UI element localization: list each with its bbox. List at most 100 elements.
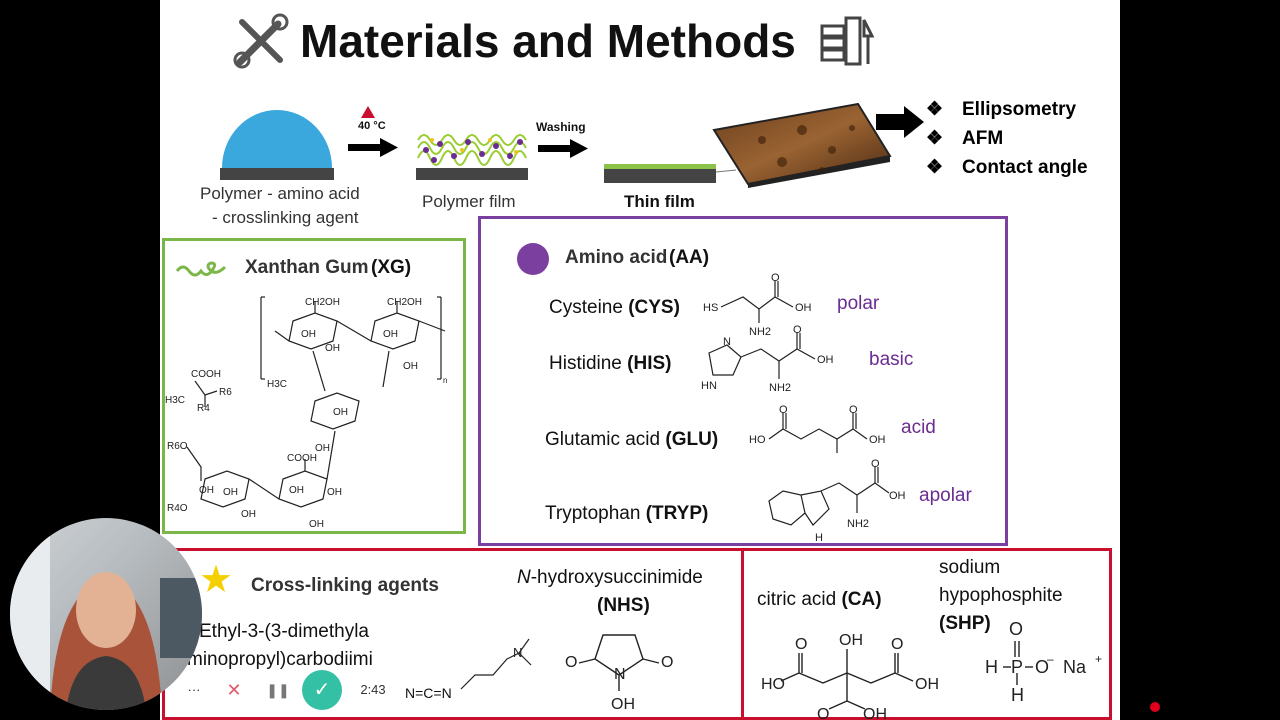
result-arrow-icon xyxy=(874,104,926,140)
xg-label: R6 xyxy=(219,387,232,398)
pause-button[interactable]: ❚❚ xyxy=(264,676,292,704)
star-icon: ★ xyxy=(199,559,234,601)
nhs-abbr: (NHS) xyxy=(597,595,650,616)
xg-label: R4 xyxy=(197,403,210,414)
washing-label: Washing xyxy=(536,120,586,134)
xg-label: COOH xyxy=(191,369,221,380)
nhs-name: N-hydroxysuccinimide xyxy=(517,567,703,589)
tryptophan-structure: O OH NH2 H xyxy=(763,455,913,545)
nhs-prefix: N xyxy=(517,567,531,588)
amino-type: acid xyxy=(901,417,936,438)
edc-fragment: N=C=N xyxy=(405,685,452,701)
struct-label: O xyxy=(795,636,807,653)
edc-name-line1: Ethyl-3-(3-dimethyla xyxy=(199,621,369,642)
step3-label: Thin film xyxy=(624,192,695,211)
amino-abbr: (TRYP) xyxy=(645,503,709,524)
confirm-button[interactable]: ✓ xyxy=(302,670,342,710)
struct-label: OH xyxy=(863,706,887,720)
xg-label: H3C xyxy=(267,379,287,390)
technique-label: Contact angle xyxy=(962,157,1088,178)
struct-label: O xyxy=(849,404,858,416)
xg-label: OH xyxy=(315,443,330,454)
amino-type: apolar xyxy=(919,485,972,506)
afm-surface-image xyxy=(712,100,892,188)
struct-label: N xyxy=(723,336,731,348)
struct-label: N xyxy=(513,645,522,660)
pointer-dot xyxy=(1150,702,1160,712)
squiggle-icon xyxy=(175,259,229,279)
step2-label: Polymer film xyxy=(422,192,516,211)
struct-label: OH xyxy=(889,490,906,502)
struct-label: HO xyxy=(749,434,766,446)
xanthan-gum-panel: Xanthan Gum (XG) xyxy=(162,238,466,534)
histidine-structure: N HN O OH NH2 xyxy=(699,323,839,399)
xg-label: OH xyxy=(301,329,316,340)
divider xyxy=(741,551,744,720)
amino-title: Amino acid xyxy=(565,247,668,268)
technique-item: ❖AFM xyxy=(926,127,1003,150)
close-button[interactable]: ✕ xyxy=(220,676,248,704)
xanthan-abbr: (XG) xyxy=(371,257,412,278)
citric-acid-name: citric acid (CA) xyxy=(757,589,882,611)
struct-label: O xyxy=(1009,619,1023,639)
amino-item-histidine: Histidine (HIS) xyxy=(549,353,671,375)
struct-label: O xyxy=(779,404,788,416)
nhs-structure: O N O OH xyxy=(563,615,683,715)
amino-name: Histidine xyxy=(549,353,622,374)
recording-timer: 2:43 xyxy=(350,676,396,704)
xg-label: OH xyxy=(403,361,418,372)
webcam-video-overlay xyxy=(10,518,202,710)
citric-acid-structure: OH O HO O OH O OH xyxy=(759,629,939,720)
struct-label: OH xyxy=(795,302,811,314)
xg-label: R6O xyxy=(167,441,188,452)
technique-item: ❖Contact angle xyxy=(926,156,1088,179)
crosslinking-title: Cross-linking agents xyxy=(251,575,439,596)
xg-label: OH xyxy=(325,343,340,354)
check-icon: ✓ xyxy=(313,679,331,701)
xg-label: OH xyxy=(241,509,256,520)
xg-label: R4O xyxy=(167,503,188,514)
struct-label: O xyxy=(771,272,780,284)
struct-label: HO xyxy=(761,676,785,693)
xg-label: OH xyxy=(333,407,348,418)
struct-label: O xyxy=(891,636,903,653)
edc-name-line2: minopropyl)carbodiimi xyxy=(187,649,373,670)
struct-label: HN xyxy=(701,380,717,392)
struct-label: H xyxy=(815,532,823,544)
amino-item-cysteine: Cysteine (CYS) xyxy=(549,297,680,319)
technique-item: ❖Ellipsometry xyxy=(926,98,1076,121)
struct-label: OH xyxy=(915,676,939,693)
amino-type: polar xyxy=(837,293,880,314)
purple-dot-icon xyxy=(517,243,549,275)
polymer-dome-illustration xyxy=(220,106,334,182)
slide: Materials and Methods Polymer - amino ac… xyxy=(160,0,1120,720)
heat-label: 40 °C xyxy=(358,120,386,132)
struct-label: H xyxy=(985,657,998,677)
xg-label: OH xyxy=(327,487,342,498)
struct-label: NH2 xyxy=(769,382,791,394)
struct-label: O xyxy=(565,654,577,671)
amino-name: Cysteine xyxy=(549,297,623,318)
struct-label: OH xyxy=(611,696,635,713)
xg-label: CH2OH xyxy=(305,297,340,308)
struct-label: Na xyxy=(1063,657,1087,677)
xg-label: OH xyxy=(383,329,398,340)
pause-icon: ❚❚ xyxy=(266,682,290,698)
more-options-button[interactable]: ··· xyxy=(180,676,208,704)
crosslinking-panel: ★ Cross-linking agents Ethyl-3-(3-dimeth… xyxy=(162,548,1112,720)
page-title: Materials and Methods xyxy=(300,15,796,67)
heat-arrow-icon xyxy=(346,104,402,160)
cysteine-structure: HS O OH NH2 xyxy=(701,269,812,339)
shp-structure: O H P O – Na + H xyxy=(973,615,1103,705)
diamond-bullet-icon: ❖ xyxy=(926,99,944,120)
amino-abbr: (CYS) xyxy=(628,297,680,318)
xanthan-title: Xanthan Gum xyxy=(245,257,369,278)
washing-arrow-icon xyxy=(536,134,592,164)
tools-icon xyxy=(232,12,290,70)
construction-icon xyxy=(820,16,876,68)
step1-label-line2: - crosslinking agent xyxy=(212,208,359,227)
struct-label: NH2 xyxy=(749,326,771,338)
nhs-name-text: -hydroxysuccinimide xyxy=(530,567,703,588)
struct-label: O xyxy=(661,654,673,671)
struct-label: P xyxy=(1011,657,1023,677)
